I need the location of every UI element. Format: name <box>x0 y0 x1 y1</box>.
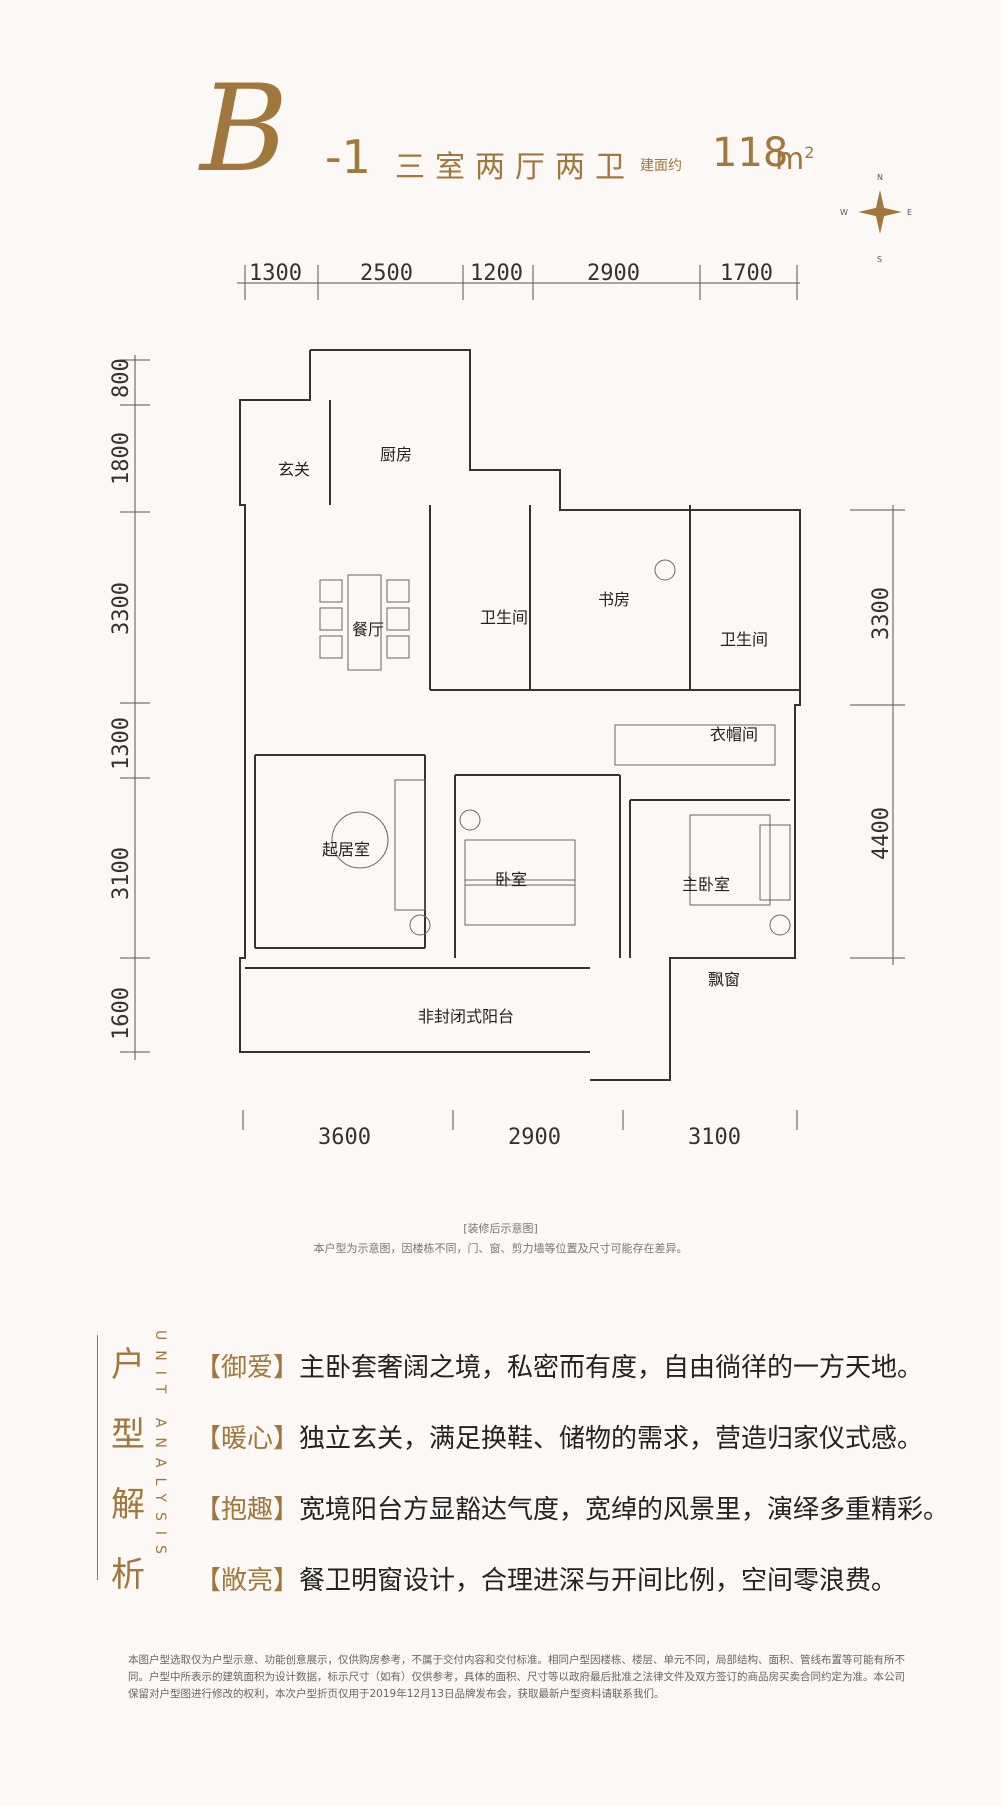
dim-bottom-3: 3100 <box>688 1125 741 1150</box>
room-bath2: 卫生间 <box>720 630 768 649</box>
dim-bottom-1: 3600 <box>318 1125 371 1150</box>
feature-item: 【抱趣】宽境阳台方显豁达气度，宽绰的风景里，演绎多重精彩。 <box>195 1495 950 1525</box>
left-dimension <box>120 355 150 1060</box>
room-entry: 玄关 <box>278 460 310 479</box>
unit-logo-letter: B <box>200 60 289 199</box>
dim-left-2: 1800 <box>109 432 134 485</box>
compass-icon: N S E W <box>840 173 912 264</box>
feature-item: 【暖心】独立玄关，满足换鞋、储物的需求，营造归家仪式感。 <box>195 1424 924 1454</box>
caption-note2: 本户型为示意图，因楼栋不同，门、窗、剪力墙等位置及尺寸可能存在差异。 <box>313 1242 688 1255</box>
svg-text:E: E <box>907 208 912 217</box>
walls <box>239 349 801 1081</box>
room-bedroom: 卧室 <box>495 870 527 889</box>
bottom-dimension <box>242 1110 798 1130</box>
room-bay: 飘窗 <box>708 970 740 989</box>
room-dining: 餐厅 <box>352 620 384 639</box>
svg-text:W: W <box>840 208 848 217</box>
unit-suffix: -1 <box>325 130 371 184</box>
room-closet: 衣帽间 <box>710 725 758 744</box>
dim-top-1: 1300 <box>249 261 302 286</box>
room-balcony: 非封闭式阳台 <box>418 1007 514 1026</box>
dim-left-6: 1600 <box>109 987 134 1040</box>
unit-rooms: 三室两厅两卫 <box>395 150 635 185</box>
dim-top-4: 2900 <box>587 261 640 286</box>
top-dimension <box>237 265 800 300</box>
furniture <box>319 559 791 936</box>
right-dimension <box>850 505 905 965</box>
area-value: 118 <box>712 130 789 176</box>
dim-left-5: 3100 <box>109 847 134 900</box>
floor-plan: N S E W 1300 2500 1200 2900 1700 800 180… <box>109 173 912 1130</box>
analysis-divider <box>97 1335 98 1580</box>
dim-left-3: 3300 <box>109 582 134 635</box>
dim-top-2: 2500 <box>360 261 413 286</box>
room-master: 主卧室 <box>682 875 730 894</box>
analysis-title: 户型解析 <box>111 1345 145 1595</box>
room-kitchen: 厨房 <box>380 445 412 464</box>
caption-note1: [装修后示意图] <box>463 1222 538 1235</box>
area-label: 建面约 <box>640 158 682 174</box>
room-living: 起居室 <box>322 840 370 859</box>
dim-left-4: 1300 <box>109 717 134 770</box>
disclaimer: 本图户型选取仅为户型示意、功能创意展示，仅供购房参考，不属于交付内容和交付标准。… <box>128 1654 905 1700</box>
feature-item: 【敞亮】餐卫明窗设计，合理进深与开间比例，空间零浪费。 <box>195 1566 898 1596</box>
dim-top-5: 1700 <box>720 261 773 286</box>
feature-item: 【御爱】主卧套奢阔之境，私密而有度，自由徜徉的一方天地。 <box>195 1353 924 1383</box>
room-bath1: 卫生间 <box>480 608 528 627</box>
svg-text:S: S <box>877 255 882 264</box>
room-study: 书房 <box>598 590 630 609</box>
dim-right-1: 3300 <box>869 587 894 640</box>
dim-bottom-2: 2900 <box>508 1125 561 1150</box>
dim-top-3: 1200 <box>470 261 523 286</box>
analysis-subtitle: UNIT ANALYSIS <box>152 1330 168 1564</box>
area-unit: m2 <box>775 142 815 177</box>
dim-right-2: 4400 <box>869 807 894 860</box>
svg-text:N: N <box>877 173 883 182</box>
dim-left-1: 800 <box>109 358 134 398</box>
